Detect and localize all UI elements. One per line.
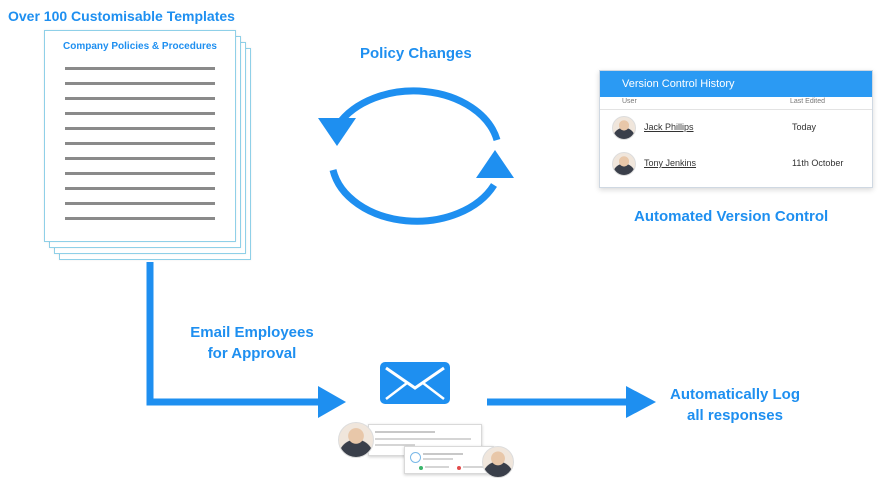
envelope-icon: [380, 362, 450, 404]
version-control-columns: User Last Edited: [600, 97, 872, 110]
version-row[interactable]: Tony Jenkins 11th October: [600, 146, 872, 182]
document-title: Company Policies & Procedures: [63, 41, 217, 52]
column-user: User: [622, 98, 637, 105]
log-responses-line2: all responses: [687, 407, 783, 424]
cycle-arrow-bottom: [329, 169, 497, 225]
avatar: [612, 152, 636, 176]
version-row-date: 11th October: [792, 158, 844, 168]
employee-avatar: [338, 422, 374, 458]
version-control-header: Version Control History: [600, 71, 872, 97]
document-text-line: [65, 97, 215, 100]
document-text-line: [65, 217, 215, 220]
approval-arrowhead: [318, 386, 346, 418]
document-text-line: [65, 82, 215, 85]
document-text-line: [65, 172, 215, 175]
version-row-user[interactable]: Tony Jenkins: [644, 158, 697, 168]
version-row-date: Today: [792, 122, 817, 132]
log-arrowhead: [626, 386, 656, 418]
cycle-arrow-top: [335, 87, 501, 142]
version-row-user[interactable]: Jack Phillips: [644, 122, 694, 132]
document-page-front: Company Policies & Procedures: [44, 30, 236, 242]
log-responses-line1: Automatically Log: [669, 386, 800, 403]
document-text-line: [65, 127, 215, 130]
version-control-card: Version Control History User Last Edited…: [599, 70, 873, 188]
document-text-line: [65, 157, 215, 160]
version-row[interactable]: Jack Phillips Today: [600, 110, 872, 146]
email-preview-card: [404, 446, 494, 474]
email-approval-line1: Email Employees: [190, 324, 314, 341]
document-text-line: [65, 202, 215, 205]
avatar: [612, 116, 636, 140]
templates-heading: Over 100 Customisable Templates: [8, 8, 235, 24]
version-control-caption: Automated Version Control: [634, 208, 829, 225]
document-text-line: [65, 112, 215, 115]
document-text-line: [65, 67, 215, 70]
document-text-line: [65, 187, 215, 190]
column-last-edited: Last Edited: [790, 98, 826, 105]
approval-flow-line: [146, 262, 322, 406]
cycle-arrowhead-left: [318, 118, 356, 146]
policy-changes-label: Policy Changes: [360, 45, 472, 62]
document-text-line: [65, 142, 215, 145]
cycle-arrowhead-right: [476, 150, 514, 178]
employee-avatar: [482, 446, 514, 478]
email-approval-label: Email Employees for Approval: [172, 322, 332, 364]
log-responses-label: Automatically Log all responses: [660, 384, 810, 426]
email-approval-line2: for Approval: [207, 345, 297, 362]
